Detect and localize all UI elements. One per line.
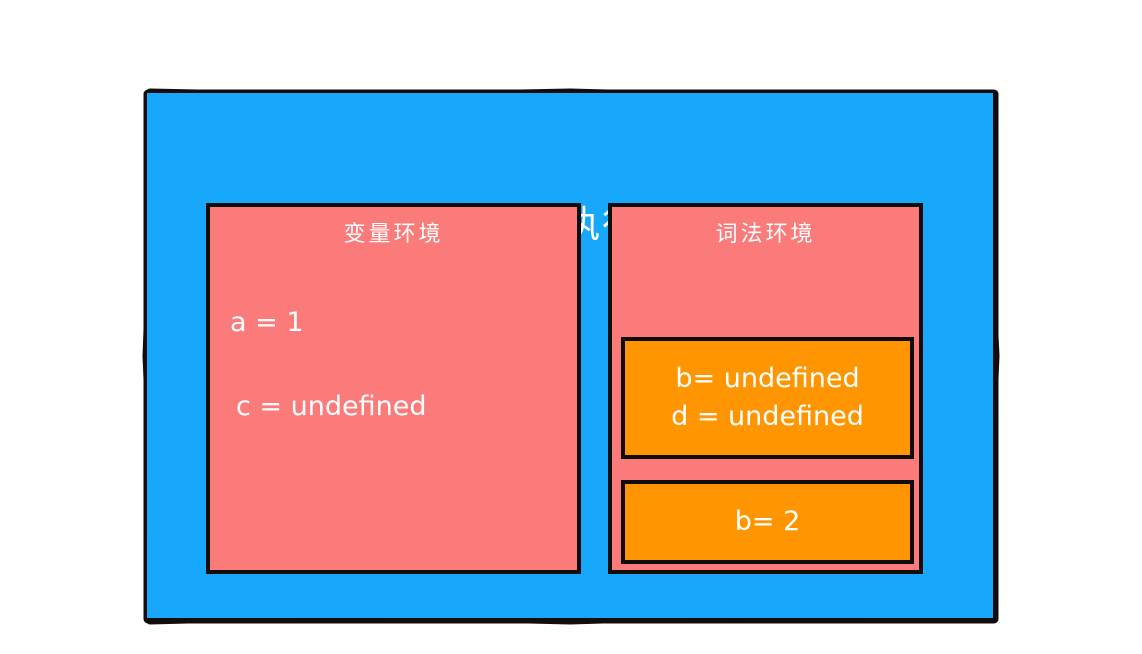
variable-environment-title: 变量环境 <box>343 222 444 247</box>
lexical-environment-panel: 词法环境 b= undefined d = undefined b= 2 <box>608 203 923 574</box>
lexical-binding-box-undefined: b= undefined d = undefined <box>621 337 914 459</box>
lexical-environment-title: 词法环境 <box>715 222 816 247</box>
binding-line-b-assigned: b= 2 <box>734 506 801 537</box>
binding-line-b-undefined: b= undefined <box>675 363 860 394</box>
lexical-binding-box-assigned: b= 2 <box>621 480 914 564</box>
variable-entry-a: a = 1 <box>230 307 304 338</box>
variable-entry-c: c = undefined <box>236 391 427 422</box>
binding-line-d-undefined: d = undefined <box>671 401 864 432</box>
execution-context-panel: foo函数的执行上下文 变量环境 a = 1 c = undefined 词法环… <box>147 93 993 618</box>
variable-environment-panel: 变量环境 a = 1 c = undefined <box>206 203 581 574</box>
